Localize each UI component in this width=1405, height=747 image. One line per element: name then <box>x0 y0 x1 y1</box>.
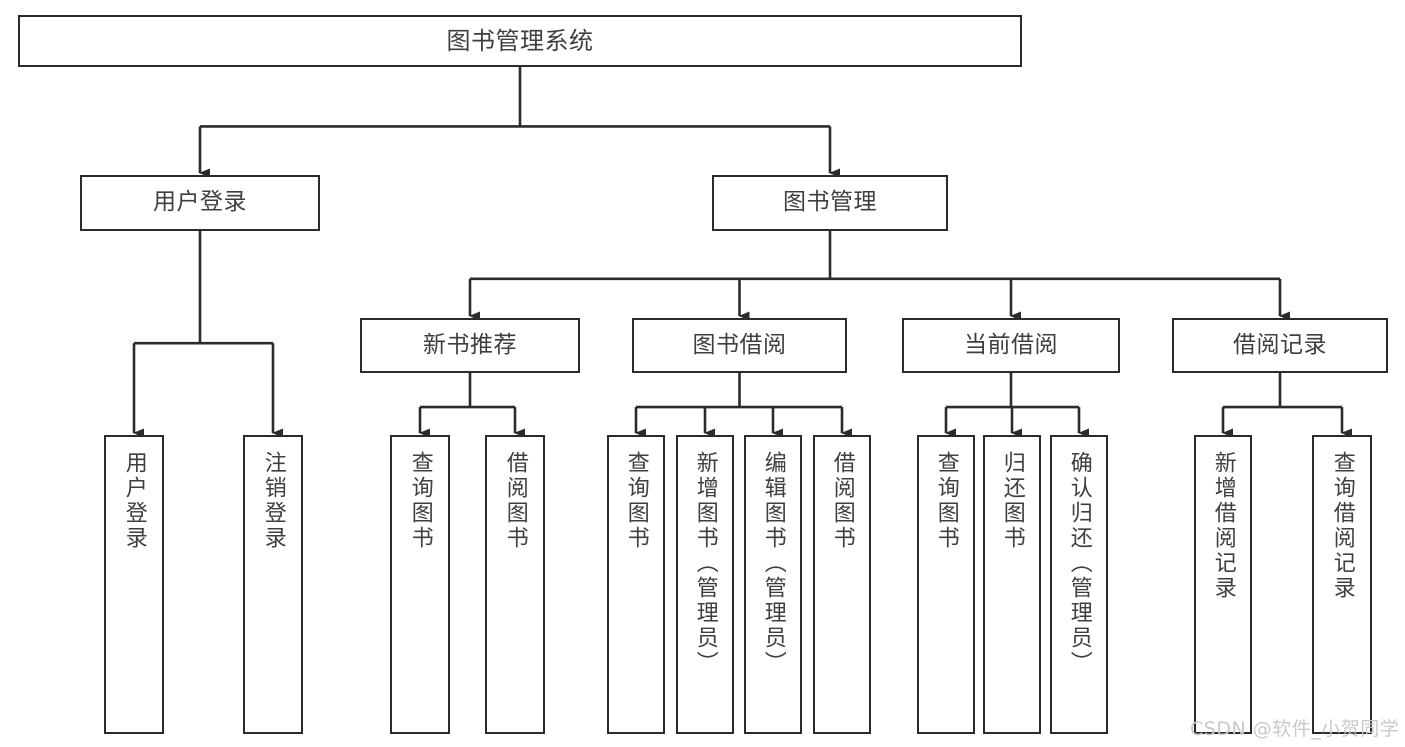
node-label: 编辑图书（管理员） <box>760 451 786 676</box>
node-label: 注销登录 <box>260 451 286 551</box>
node-label: 确认归还（管理员） <box>1066 451 1092 676</box>
node-label: 用户登录 <box>121 451 147 551</box>
node-label: 新增图书（管理员） <box>692 451 718 676</box>
node-label: 借阅图书 <box>502 451 528 551</box>
node-borrow[interactable]: 图书借阅 <box>632 318 847 373</box>
node-l-logout[interactable]: 注销登录 <box>243 435 303 734</box>
node-l-add[interactable]: 新增图书（管理员） <box>676 435 734 734</box>
node-l-userlogin[interactable]: 用户登录 <box>104 435 164 734</box>
connector-group <box>132 67 1352 438</box>
node-l-return[interactable]: 归还图书 <box>983 435 1041 734</box>
node-records[interactable]: 借阅记录 <box>1172 318 1388 373</box>
watermark-text: CSDN @软件_小贺同学 <box>1190 718 1400 740</box>
node-current[interactable]: 当前借阅 <box>902 318 1120 373</box>
node-l-query1[interactable]: 查询图书 <box>390 435 450 734</box>
node-newbook[interactable]: 新书推荐 <box>360 318 580 373</box>
node-label: 借阅记录 <box>1233 331 1327 358</box>
node-label: 查询图书 <box>407 451 433 551</box>
node-l-addrec[interactable]: 新增借阅记录 <box>1194 435 1252 734</box>
node-label: 借阅图书 <box>829 451 855 551</box>
node-label: 当前借阅 <box>964 331 1058 358</box>
node-label: 图书借阅 <box>692 331 787 358</box>
node-bookmgmt[interactable]: 图书管理 <box>712 175 948 231</box>
node-label: 新增借阅记录 <box>1210 451 1236 601</box>
node-l-queryrec[interactable]: 查询借阅记录 <box>1312 435 1372 734</box>
node-l-borrow1[interactable]: 借阅图书 <box>485 435 545 734</box>
node-label: 归还图书 <box>999 451 1025 551</box>
node-label: 图书管理系统 <box>446 26 594 55</box>
node-label: 查询借阅记录 <box>1329 451 1355 601</box>
node-root[interactable]: 图书管理系统 <box>18 15 1022 67</box>
node-label: 新书推荐 <box>423 331 517 358</box>
node-login[interactable]: 用户登录 <box>80 175 320 231</box>
node-l-query3[interactable]: 查询图书 <box>917 435 975 734</box>
node-label: 查询图书 <box>623 451 649 551</box>
node-l-query2[interactable]: 查询图书 <box>607 435 665 734</box>
node-l-edit[interactable]: 编辑图书（管理员） <box>744 435 802 734</box>
node-l-confirm[interactable]: 确认归还（管理员） <box>1050 435 1108 734</box>
node-l-borrow2[interactable]: 借阅图书 <box>813 435 871 734</box>
node-label: 图书管理 <box>783 189 877 216</box>
node-label: 用户登录 <box>153 189 247 216</box>
node-label: 查询图书 <box>933 451 959 551</box>
